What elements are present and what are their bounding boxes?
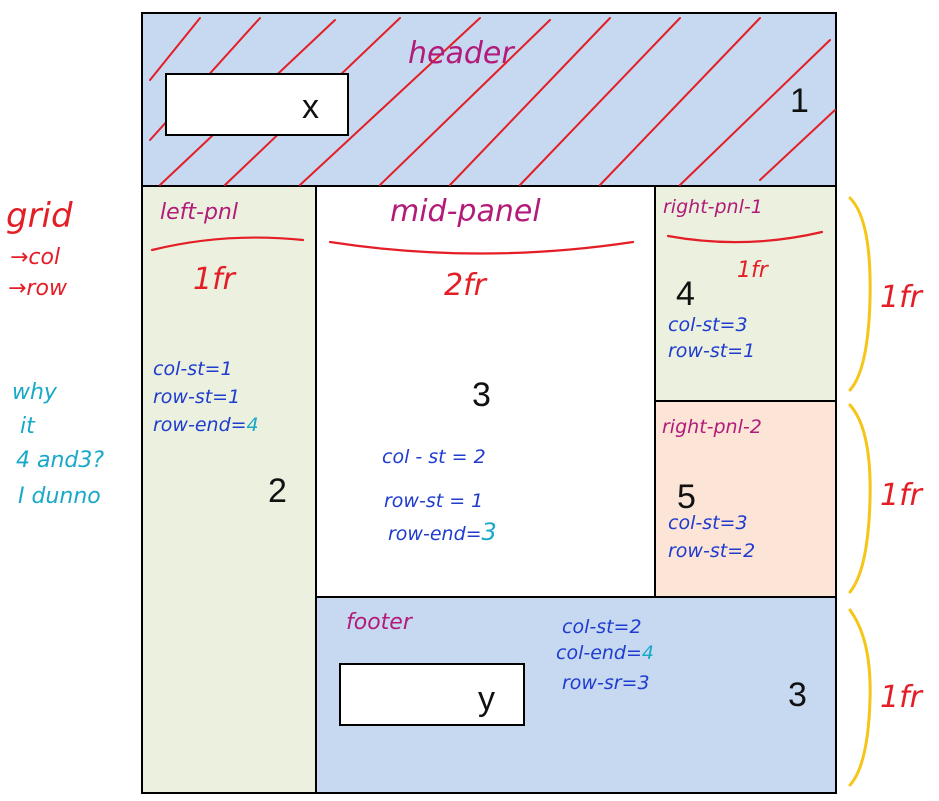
mid-note-row-end: row-end=3	[388, 518, 497, 546]
side-note-grid: grid	[6, 196, 73, 236]
left-note-row-start: row-st=1	[153, 386, 241, 408]
side-note-col: →col	[10, 245, 61, 270]
footer-number: 3	[788, 676, 807, 714]
right-panel-2-label: right-pnl-2	[662, 416, 762, 438]
footer-label: footer	[346, 610, 412, 635]
side-note-row: →row	[8, 276, 67, 301]
right-panel-1-size: 1fr	[737, 258, 768, 283]
mid-note-row-start: row-st = 1	[384, 490, 484, 512]
left-panel	[141, 185, 317, 794]
left-panel-number: 2	[268, 472, 287, 510]
header-input-box	[165, 73, 349, 136]
header-box-label: x	[302, 88, 319, 126]
right-panel-2-number: 5	[677, 478, 696, 516]
footer-box-label: y	[478, 680, 495, 718]
right-panel-2	[654, 400, 837, 598]
side-note-why: why	[12, 380, 57, 405]
side-note-it: it	[20, 414, 35, 439]
side-note-dunno: I dunno	[18, 484, 101, 509]
right-panel-1-number: 4	[676, 275, 695, 313]
mid-note-col-start: col - st = 2	[382, 446, 486, 468]
row-size-2: 1fr	[880, 478, 922, 513]
mid-panel-number: 3	[472, 376, 491, 414]
right1-note-col-start: col-st=3	[668, 314, 748, 336]
mid-panel-size: 2fr	[444, 268, 486, 303]
right-panel-1-label: right-pnl-1	[663, 196, 763, 218]
footer-panel	[315, 596, 837, 794]
left-note-col-start: col-st=1	[153, 358, 233, 380]
header-number: 1	[790, 82, 809, 120]
footer-input-box	[339, 663, 525, 726]
header-label: header	[408, 36, 514, 71]
right2-note-col-start: col-st=3	[668, 512, 748, 534]
right2-note-row-start: row-st=2	[668, 540, 756, 562]
side-note-4and3: 4 and3?	[16, 448, 105, 473]
mid-panel-label: mid-panel	[390, 194, 541, 229]
left-panel-label: left-pnl	[160, 200, 238, 225]
left-note-row-end: row-end=4	[153, 414, 259, 436]
row-size-3: 1fr	[880, 680, 922, 715]
row-size-1: 1fr	[880, 280, 922, 315]
footer-note-col-start: col-st=2	[562, 616, 642, 638]
footer-note-row-start: row-sr=3	[562, 672, 650, 694]
right-panel-1	[654, 185, 837, 402]
footer-note-col-end: col-end=4	[556, 642, 655, 664]
left-panel-size: 1fr	[193, 262, 235, 297]
right1-note-row-start: row-st=1	[668, 340, 756, 362]
